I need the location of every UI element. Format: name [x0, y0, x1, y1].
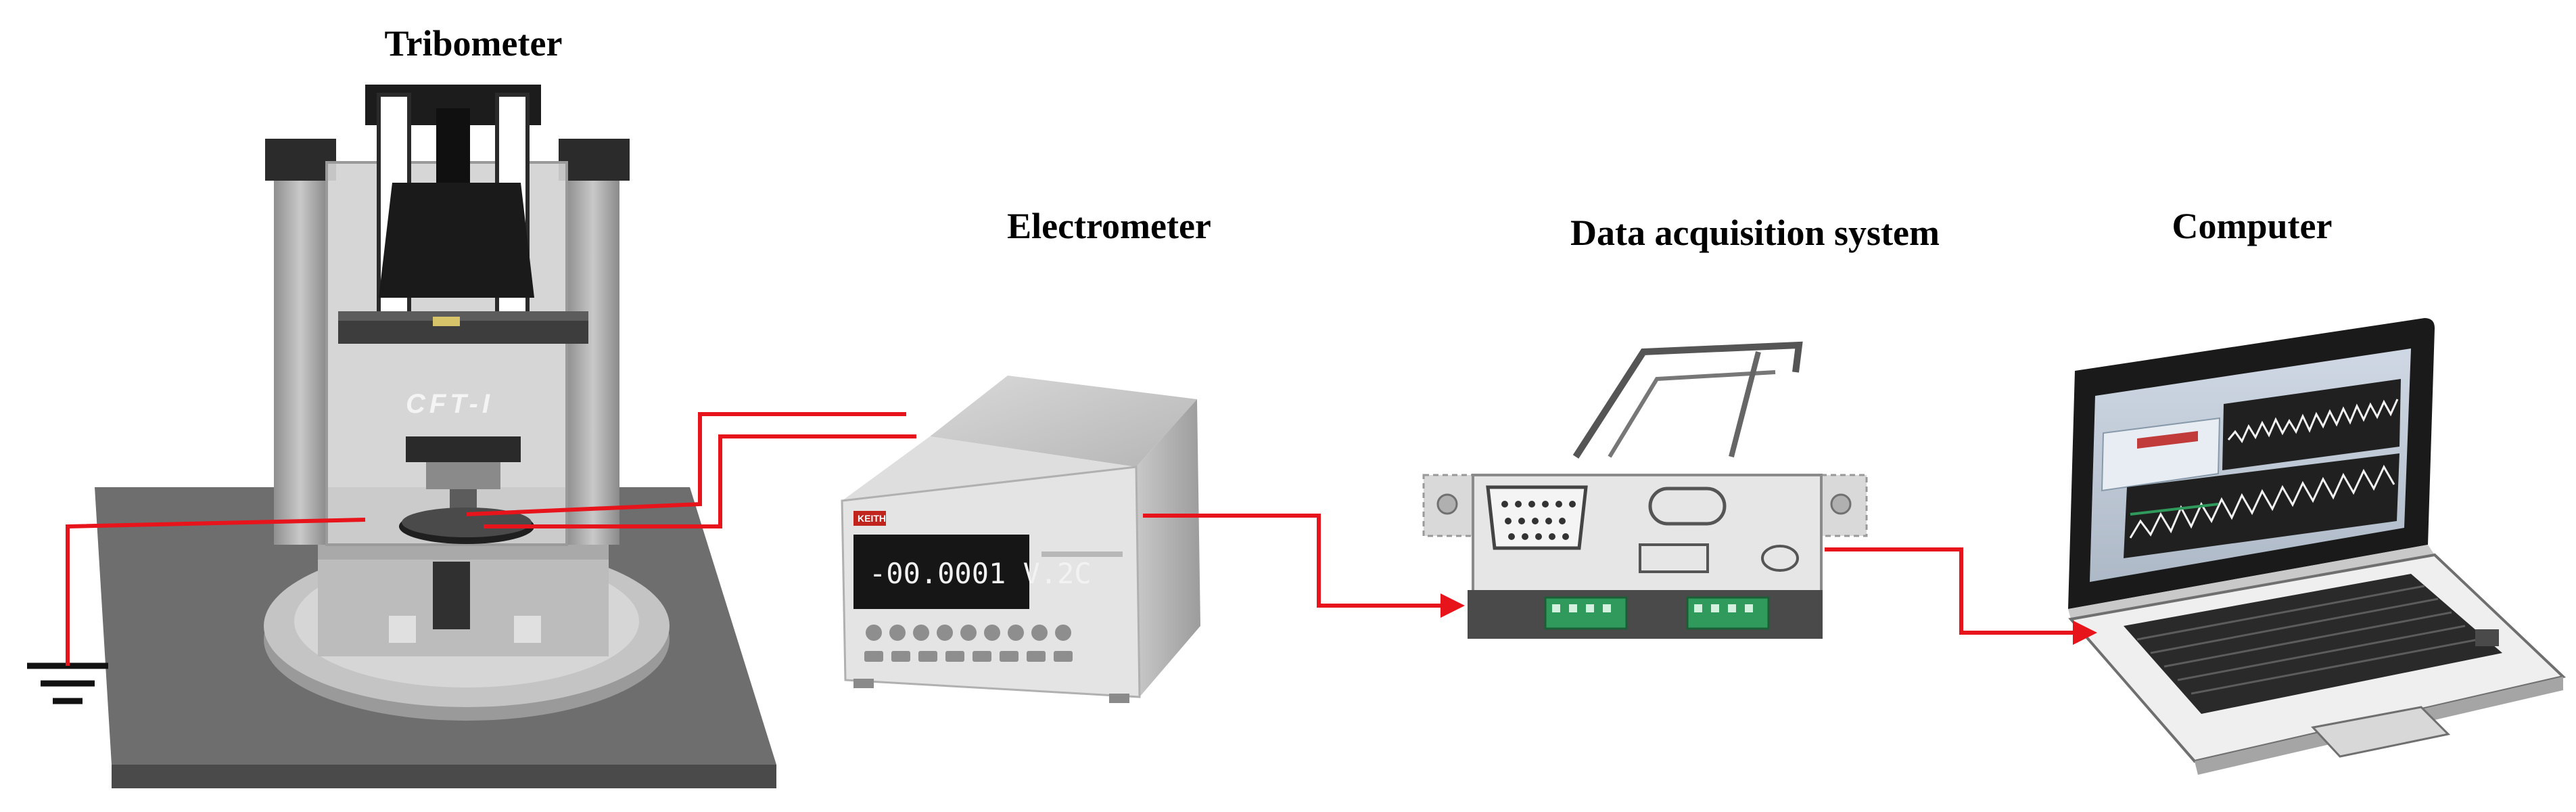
label-computer: Computer	[2172, 206, 2333, 246]
laptop	[2068, 318, 2567, 775]
wire-tribometer-electrometer-2	[484, 434, 916, 528]
laptop-touchpad	[2311, 706, 2451, 758]
electrometer-device: KEITH -00.0001 V.2C	[841, 376, 1200, 703]
tribometer-device: CFT-I	[95, 85, 777, 788]
laptop-waveform-top	[2227, 399, 2399, 443]
wire-tribometer-electrometer-1	[466, 412, 906, 516]
daq-card	[1422, 341, 1868, 639]
tribometer-left-pillar	[274, 159, 327, 545]
label-electrometer: Electrometer	[1007, 206, 1211, 246]
wire-electrometer-daq	[1143, 514, 1465, 618]
electrometer-display	[853, 535, 1029, 609]
electrometer-display-reading: -00.0001 V.2C	[869, 557, 1092, 590]
daq-terminal-left	[1544, 596, 1628, 630]
daq-terminal-right	[1686, 596, 1770, 630]
wire-daq-computer	[1825, 547, 2097, 645]
label-tribometer: Tribometer	[385, 23, 563, 64]
label-daq: Data acquisition system	[1570, 212, 1940, 253]
ground-symbol	[27, 662, 108, 704]
laptop-waveform-bottom	[2129, 464, 2395, 539]
laptop-keyboard	[2124, 574, 2502, 714]
tribometer-model-label: CFT-I	[406, 389, 494, 419]
wiring	[66, 412, 2097, 666]
svg-text:KEITH: KEITH	[858, 513, 886, 524]
wire-ground	[66, 518, 366, 666]
tribometer-right-pillar	[567, 159, 619, 545]
electrometer-buttons	[864, 625, 1073, 662]
